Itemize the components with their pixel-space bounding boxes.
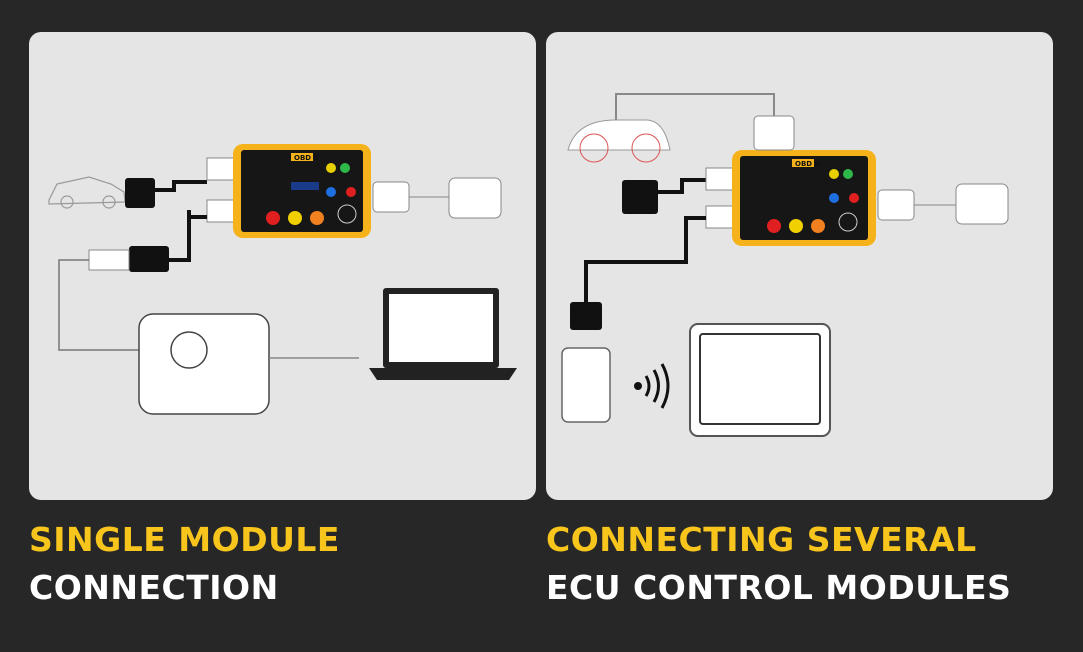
car-icon — [48, 176, 126, 209]
multi-module-diagram: OBD II — [561, 93, 1009, 437]
single-module-diagram: OBD II — [48, 144, 517, 415]
breakout-box-device: OBD II — [732, 150, 876, 246]
device-label: OBD II — [294, 154, 319, 162]
interface-adapter — [138, 313, 359, 415]
db-connector-right — [372, 177, 502, 219]
wireless-vci-icon — [561, 347, 670, 423]
db-connector-right — [877, 183, 1009, 225]
device-label: OBD II — [795, 160, 820, 168]
left-caption-line2: CONNECTION — [29, 568, 279, 607]
single-module-panel: OBD II — [29, 32, 536, 500]
breakout-box-device: OBD II — [233, 144, 371, 238]
obd-cable-to-car — [58, 157, 236, 351]
multi-module-panel: OBD II — [546, 32, 1053, 500]
instrument-cluster-icon — [567, 93, 775, 163]
tablet-icon — [689, 323, 831, 437]
db-connector-top — [753, 115, 795, 151]
obd-cables — [570, 167, 735, 330]
right-caption-line2: ECU CONTROL MODULES — [546, 568, 1012, 607]
left-caption-line1: SINGLE MODULE — [29, 520, 340, 559]
laptop-icon — [369, 288, 517, 380]
right-caption-line1: CONNECTING SEVERAL — [546, 520, 977, 559]
